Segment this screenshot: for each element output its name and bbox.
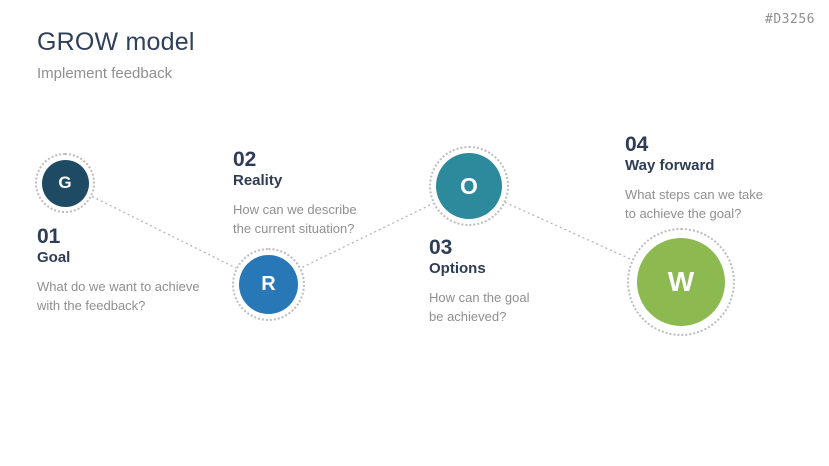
step-label: Way forward <box>625 157 715 175</box>
step-number: 02 <box>233 148 257 171</box>
node-goal-circle: G <box>35 153 95 213</box>
step-description: How can we describe the current situatio… <box>233 202 357 236</box>
step-number: 01 <box>37 225 61 248</box>
step-description: What steps can we take to achieve the go… <box>625 187 764 221</box>
step-number: 04 <box>625 133 649 156</box>
step-block-options: 03 Options How can the goal be achieved? <box>429 236 569 326</box>
page-title: GROW model <box>37 28 195 56</box>
slide-code: #D3256 <box>765 12 815 27</box>
step-description: What do we want to achieve with the feed… <box>37 279 200 313</box>
wayforward-circle-letter: W <box>637 238 725 326</box>
goal-circle-letter: G <box>41 159 89 207</box>
step-number: 03 <box>429 236 453 259</box>
options-circle-letter: O <box>436 153 502 219</box>
step-description: How can the goal be achieved? <box>429 290 530 324</box>
page-subtitle: Implement feedback <box>37 65 173 82</box>
step-block-goal: 01 Goal What do we want to achieve with … <box>37 225 217 315</box>
step-label: Reality <box>233 172 283 190</box>
node-options-circle: O <box>429 146 509 226</box>
step-block-reality: 02 Reality How can we describe the curre… <box>233 148 393 238</box>
connector-polyline <box>64 182 682 285</box>
node-wayforward-circle: W <box>627 228 735 336</box>
reality-circle-letter: R <box>239 255 298 314</box>
step-label: Options <box>429 260 486 278</box>
step-block-wayforward: 04 Way forward What steps can we take to… <box>625 133 795 223</box>
step-label: Goal <box>37 249 71 267</box>
node-reality-circle: R <box>232 248 305 321</box>
